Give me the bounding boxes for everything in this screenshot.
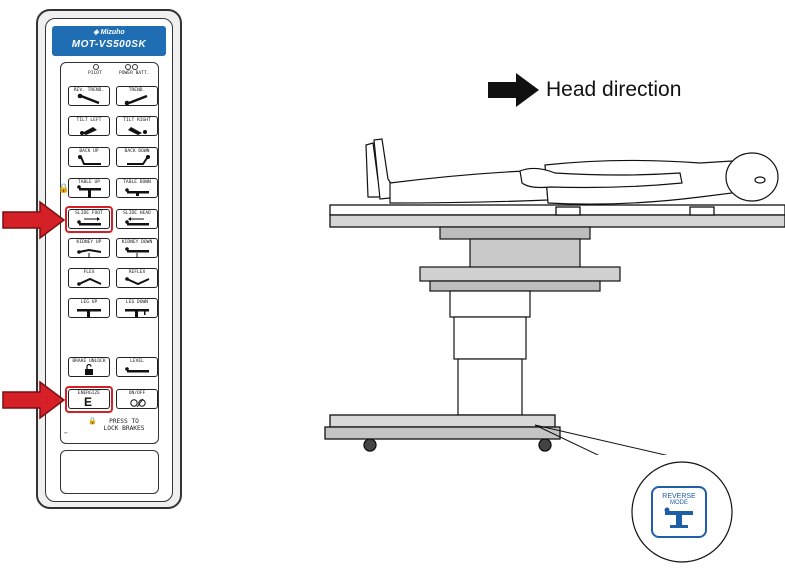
leg-down-label: LEG DOWN xyxy=(125,300,149,305)
remote-header: ◈ Mizuho MOT-VS500SK xyxy=(52,26,166,56)
kidney-up-button[interactable]: KIDNEY UP xyxy=(68,238,110,258)
rev-trend-icon xyxy=(77,93,100,105)
tilt-right-button[interactable]: TILT RIGHT xyxy=(116,116,158,136)
energize-highlight xyxy=(65,386,113,413)
level-icon xyxy=(125,367,149,373)
on-off-label: ON/OFF xyxy=(128,391,146,396)
table-down-button[interactable]: TABLE DOWN xyxy=(116,178,158,198)
power-batt-lamp-1 xyxy=(125,64,131,70)
kidney-down-label: KIDNEY DOWN xyxy=(121,240,153,245)
slide-head-icon xyxy=(125,217,149,226)
lock-note-line2: LOCK BRAKES xyxy=(103,425,145,432)
leg-down-button[interactable]: LEG DOWN xyxy=(116,298,158,318)
operating-table-diagram xyxy=(324,138,785,455)
reflex-label: REFLEX xyxy=(128,270,146,275)
energize-symbol: E xyxy=(84,395,93,409)
leg-up-button[interactable]: LEG UP xyxy=(68,298,110,318)
tilt-left-label: TILT LEFT xyxy=(76,118,102,123)
kidney-down-button[interactable]: KIDNEY DOWN xyxy=(116,238,158,258)
back-up-label: BACK UP xyxy=(79,149,99,154)
power-icon xyxy=(130,398,146,408)
energize-button[interactable]: ENERGIZE E xyxy=(68,389,110,409)
unlock-icon xyxy=(85,364,93,375)
rev-trend-button[interactable]: REV. TREND. xyxy=(68,86,110,106)
slide-foot-label: SLIDE FOOT xyxy=(75,211,103,216)
table-mechanism xyxy=(419,226,621,292)
slide-foot-icon xyxy=(77,217,101,226)
reverse-label: REVERSE xyxy=(662,493,696,500)
table-top xyxy=(329,204,785,228)
back-down-button[interactable]: BACK DOWN xyxy=(116,147,158,167)
level-button[interactable]: LEVEL xyxy=(116,357,158,377)
table-up-icon xyxy=(77,185,101,198)
head-direction-label: Head direction xyxy=(546,78,682,101)
pilot-lamp xyxy=(93,64,99,70)
table-base xyxy=(324,414,561,452)
slide-head-label: SLIDE HEAD xyxy=(123,211,151,216)
reverse-mode-badge: REVERSE MODE xyxy=(651,486,707,538)
red-arrow-energize xyxy=(2,380,66,420)
back-down-label: BACK DOWN xyxy=(124,149,150,154)
rev-trend-label: REV. TREND. xyxy=(73,88,105,93)
reflex-icon xyxy=(125,277,150,286)
patient-figure xyxy=(365,138,779,205)
table-up-label: TABLE UP xyxy=(77,180,101,185)
slide-foot-highlight xyxy=(65,206,113,233)
back-down-icon xyxy=(127,155,150,165)
trend-button[interactable]: TREND. xyxy=(116,86,158,106)
kidney-up-label: KIDNEY UP xyxy=(76,240,102,245)
trend-label: TREND. xyxy=(128,88,146,93)
red-arrow-slide-foot xyxy=(2,200,66,240)
energize-label: ENERGIZE xyxy=(77,391,101,396)
table-column xyxy=(449,290,531,416)
flex-icon xyxy=(77,277,102,286)
model-name: MOT-VS500SK xyxy=(71,39,147,50)
leg-up-label: LEG UP xyxy=(80,300,98,305)
pilot-label: PILOT xyxy=(88,71,102,76)
table-down-label: TABLE DOWN xyxy=(123,180,151,185)
lock-note-line1: PRESS TO xyxy=(109,418,139,425)
brake-unlock-label: BRAKE UNLOCK xyxy=(72,359,106,364)
tilt-right-label: TILT RIGHT xyxy=(123,118,151,123)
flex-label: FLEX xyxy=(83,270,95,275)
table-down-icon xyxy=(125,188,149,196)
back-up-icon xyxy=(78,155,101,165)
power-batt-label: POWER BATT. xyxy=(119,71,150,76)
remote-bottom-window xyxy=(60,450,159,494)
head-direction-arrow-icon xyxy=(488,73,539,107)
slide-foot-button[interactable]: SLIDE FOOT xyxy=(68,209,110,229)
kidney-down-icon xyxy=(125,247,149,257)
leg-down-icon xyxy=(125,309,149,318)
flex-button[interactable]: FLEX xyxy=(68,268,110,288)
reflex-button[interactable]: REFLEX xyxy=(116,268,158,288)
brand-logo: ◈ Mizuho xyxy=(93,29,125,36)
tilt-right-icon xyxy=(128,127,147,135)
kidney-up-icon xyxy=(77,248,102,257)
back-up-button[interactable]: BACK UP xyxy=(68,147,110,167)
tilt-left-icon xyxy=(80,127,97,135)
leg-up-icon xyxy=(77,309,101,318)
tilt-left-button[interactable]: TILT LEFT xyxy=(68,116,110,136)
on-off-button[interactable]: ON/OFF xyxy=(116,389,158,409)
lock-icon: 🔒 xyxy=(58,183,70,193)
power-batt-lamp-2 xyxy=(132,64,138,70)
mode-label: MODE xyxy=(670,500,688,506)
table-up-button[interactable]: TABLE UP xyxy=(68,178,110,198)
trend-icon xyxy=(124,94,148,106)
key-icon: ⊶ xyxy=(64,431,68,435)
level-label: LEVEL xyxy=(130,359,144,364)
lock-brakes-icon: 🔒 xyxy=(88,418,97,425)
reverse-mode-icon xyxy=(664,507,693,528)
slide-head-button[interactable]: SLIDE HEAD xyxy=(116,209,158,229)
brake-unlock-button[interactable]: BRAKE UNLOCK xyxy=(68,357,110,377)
